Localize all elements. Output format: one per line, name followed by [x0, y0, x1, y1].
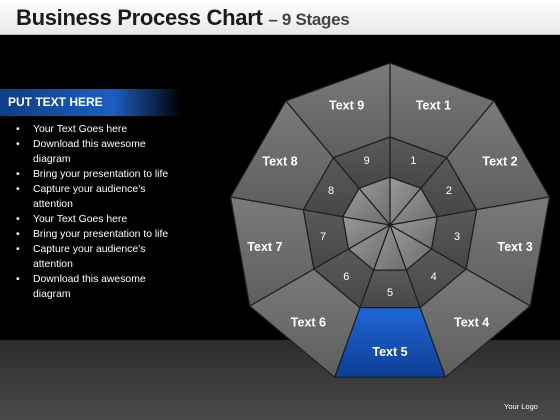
stage-8-label: Text 8	[262, 155, 297, 169]
title-subtitle: – 9 Stages	[268, 10, 350, 29]
stage-9-label: Text 9	[329, 99, 364, 113]
stage-5-number: 5	[387, 287, 393, 299]
text-header-bar: PUT TEXT HERE	[0, 89, 182, 116]
title-main: Business Process Chart	[16, 5, 263, 30]
bullet-item: Bring your presentation to life	[14, 167, 182, 182]
stage-9-number: 9	[364, 155, 370, 167]
bullet-item: Your Text Goes here	[14, 212, 182, 227]
bullet-list: Your Text Goes here Download this awesom…	[14, 122, 182, 302]
stage-7-label: Text 7	[247, 240, 282, 254]
stage-4-label: Text 4	[454, 315, 489, 329]
stage-9-outer-segment	[285, 62, 391, 159]
logo-placeholder: Your Logo	[504, 402, 538, 411]
stage-8-number: 8	[328, 185, 334, 197]
stage-6-number: 6	[343, 271, 349, 283]
text-header-label: PUT TEXT HERE	[8, 95, 103, 109]
stage-1-number: 1	[410, 155, 416, 167]
stage-5-label: Text 5	[372, 345, 407, 359]
bullet-item: Capture your audience’s attention	[14, 182, 182, 212]
title-bar: Business Process Chart – 9 Stages	[0, 0, 560, 35]
stage-3-label: Text 3	[497, 240, 532, 254]
stage-1-label: Text 1	[416, 99, 451, 113]
stage-7-number: 7	[320, 231, 326, 243]
bullet-item: Capture your audience’s attention	[14, 242, 182, 272]
stage-3-number: 3	[454, 231, 460, 243]
stage-4-number: 4	[431, 271, 437, 283]
page-title: Business Process Chart – 9 Stages	[16, 5, 350, 31]
bullet-item: Your Text Goes here	[14, 122, 182, 137]
bullet-item: Download this awesome diagram	[14, 272, 182, 302]
bullet-item: Bring your presentation to life	[14, 227, 182, 242]
bullet-item: Download this awesome diagram	[14, 137, 182, 167]
stage-2-number: 2	[446, 185, 452, 197]
stage-2-label: Text 2	[482, 155, 517, 169]
stage-6-label: Text 6	[291, 315, 326, 329]
